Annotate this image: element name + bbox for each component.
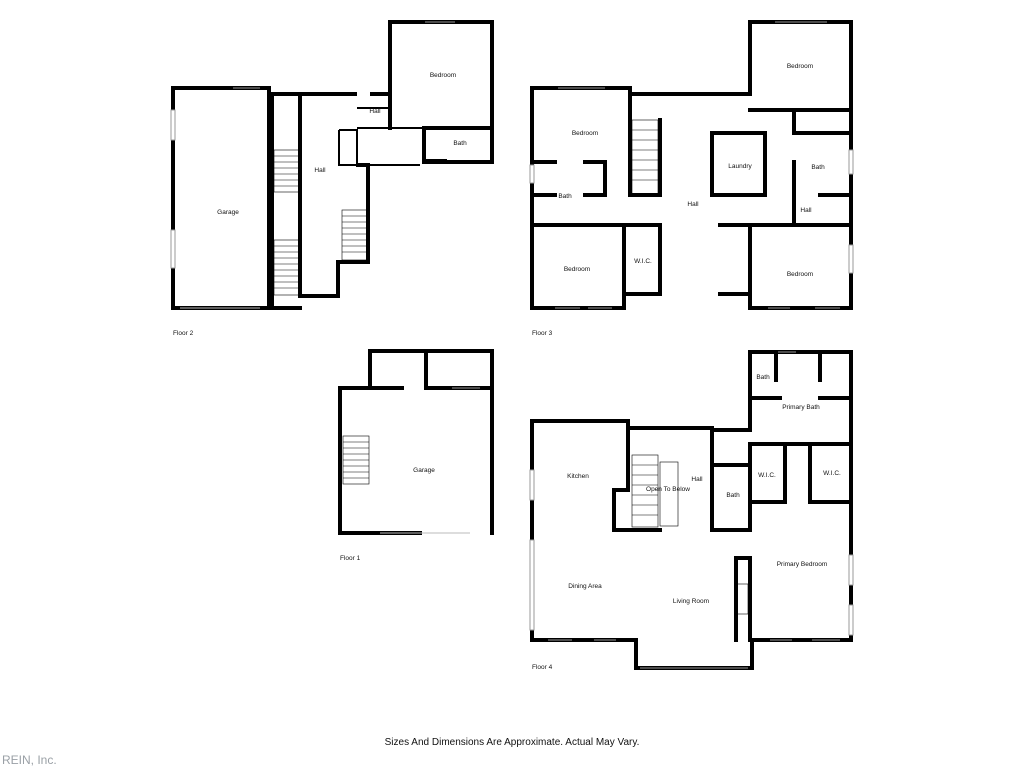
- floor-4-label: Floor 4: [532, 664, 553, 671]
- garage-walls: [171, 86, 271, 310]
- f3-room-laundry: Laundry: [728, 163, 752, 170]
- f3-room-bedroom-nw: Bedroom: [572, 130, 598, 137]
- f3-room-hall-small: Hall: [800, 207, 812, 214]
- f3-room-bath-east: Bath: [811, 164, 825, 171]
- f4-room-bath-north: Bath: [756, 374, 770, 381]
- f2-room-garage: Garage: [217, 209, 239, 216]
- f4-room-wic-west: W.I.C.: [758, 472, 776, 479]
- f3-room-bedroom-se: Bedroom: [787, 271, 813, 278]
- f2-room-bedroom: Bedroom: [430, 72, 456, 79]
- f2-room-hall: Hall: [314, 167, 326, 174]
- f4-room-primary-bedroom: Primary Bedroom: [777, 561, 828, 568]
- f3-room-hall: Hall: [687, 201, 699, 208]
- f4-room-open-to-below: Open To Below: [646, 486, 690, 493]
- floor-3-plan: [529, 20, 854, 310]
- hall-walls: [270, 92, 370, 310]
- floor-1-label: Floor 1: [340, 555, 361, 562]
- floor-4-plan: [529, 350, 854, 670]
- f4-room-kitchen: Kitchen: [567, 473, 589, 480]
- f4-room-dining-area: Dining Area: [568, 583, 602, 590]
- floor-4-outer-walls: [530, 350, 853, 670]
- f4-room-primary-bath: Primary Bath: [782, 404, 820, 411]
- floor-2-label: Floor 2: [173, 330, 194, 337]
- f3-room-bath-west: Bath: [558, 193, 572, 200]
- f3-room-wic: W.I.C.: [634, 258, 652, 265]
- bedroom-bath-walls: [370, 20, 494, 164]
- f4-room-bath-south: Bath: [726, 492, 740, 499]
- f2-room-bath: Bath: [453, 140, 467, 147]
- f4-room-wic-east: W.I.C.: [823, 470, 841, 477]
- floor-3-label: Floor 3: [532, 330, 553, 337]
- f2-room-hall-upper: Hall: [369, 108, 381, 115]
- floor-4-interior-walls: [612, 350, 853, 642]
- disclaimer-text: Sizes And Dimensions Are Approximate. Ac…: [384, 737, 640, 748]
- f1-room-garage: Garage: [413, 467, 435, 474]
- floor-3-interior-walls: [530, 92, 853, 296]
- watermark: REIN, Inc.: [2, 753, 57, 767]
- f3-room-bedroom-sw: Bedroom: [564, 266, 590, 273]
- floor-1-plan: [338, 349, 494, 535]
- f4-room-hall: Hall: [691, 476, 703, 483]
- f3-room-bedroom-ne: Bedroom: [787, 63, 813, 70]
- floor-2-plan: [170, 20, 494, 310]
- f4-room-living-room: Living Room: [673, 598, 709, 605]
